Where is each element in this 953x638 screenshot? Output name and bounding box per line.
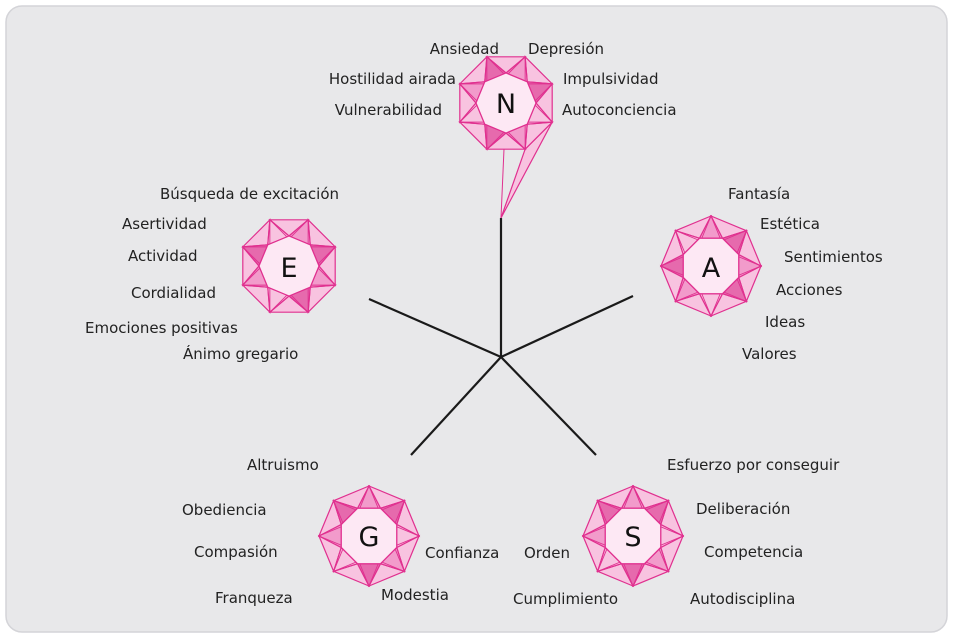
spoke-s (500, 356, 597, 456)
panel-background (5, 5, 948, 633)
facet-label: Depresión (528, 40, 604, 58)
facet-label: Cordialidad (131, 284, 216, 302)
facet-label: Vulnerabilidad (335, 101, 442, 119)
facet-label: Asertividad (122, 215, 207, 233)
letter-e: E (280, 253, 297, 284)
facet-label: Emociones positivas (85, 319, 238, 337)
facet-label: Ideas (765, 313, 805, 331)
letter-g: G (359, 522, 380, 553)
facet-label: Competencia (704, 543, 803, 561)
facet-label: Sentimientos (784, 248, 883, 266)
facet-label: Modestia (381, 586, 449, 604)
gem-center (682, 237, 740, 295)
facet-label: Acciones (776, 281, 843, 299)
facet-label: Actividad (128, 247, 198, 265)
facet-label: Estética (760, 215, 820, 233)
spoke-e (368, 297, 502, 359)
facet-label: Fantasía (728, 185, 790, 203)
gem-a (659, 214, 763, 318)
spoke-a (500, 295, 634, 358)
gem-center (604, 507, 662, 565)
facet-label: Hostilidad airada (329, 70, 456, 88)
spoke-g (410, 356, 502, 456)
facet-label: Ánimo gregario (183, 344, 298, 363)
facet-label: Impulsividad (563, 70, 659, 88)
facet-label: Esfuerzo por conseguir (667, 456, 840, 474)
gem-n (458, 55, 554, 219)
facet-label: Altruismo (247, 456, 319, 474)
letter-a: A (702, 253, 721, 284)
facet-label: Orden (524, 544, 570, 562)
letter-s: S (624, 522, 641, 553)
spokes (368, 218, 634, 456)
gem-center (340, 507, 398, 565)
letter-n: N (496, 89, 516, 120)
gem-e (241, 218, 337, 314)
facet-label: Franqueza (215, 589, 293, 607)
facet-label: Confianza (425, 544, 499, 562)
facet-label: Cumplimiento (513, 590, 618, 608)
facet-label: Búsqueda de excitación (160, 185, 339, 203)
facet-label: Autoconciencia (562, 101, 677, 119)
gem-center (258, 235, 320, 297)
facet-label: Obediencia (182, 501, 267, 519)
facet-label: Compasión (194, 543, 278, 561)
facet-label: Deliberación (696, 500, 790, 518)
gem-g (317, 484, 421, 588)
gem-center (475, 72, 537, 134)
facet-label: Autodisciplina (690, 590, 795, 608)
facet-label: Ansiedad (430, 40, 499, 58)
gem-s (581, 484, 685, 588)
facet-label: Valores (742, 345, 797, 363)
